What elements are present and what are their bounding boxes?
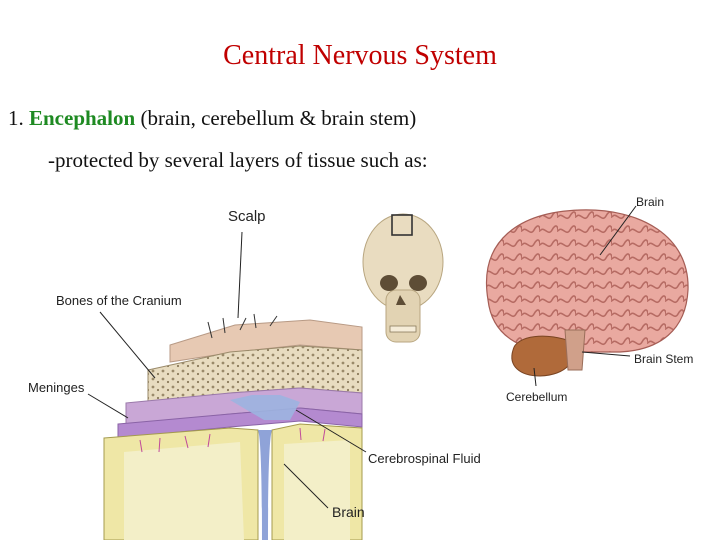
- label-brain-stem: Brain Stem: [634, 352, 693, 366]
- label-scalp: Scalp: [228, 208, 266, 225]
- tissue-layers-diagram: [104, 314, 362, 540]
- skull-illustration: [363, 214, 443, 342]
- brain-white-left: [124, 442, 244, 540]
- label-meninges: Meninges: [28, 380, 84, 395]
- cerebellum-shape: [512, 336, 574, 376]
- label-brain-layers: Brain: [332, 504, 365, 520]
- brain-stem-shape: [565, 330, 585, 370]
- brain-white-right: [284, 440, 350, 540]
- label-brain: Brain: [636, 195, 664, 209]
- cerebrum: [487, 210, 689, 352]
- fissure: [258, 430, 272, 540]
- label-bones-of-cranium: Bones of the Cranium: [56, 293, 182, 308]
- label-cerebrospinal-fluid: Cerebrospinal Fluid: [368, 451, 481, 466]
- label-cerebellum: Cerebellum: [506, 390, 567, 404]
